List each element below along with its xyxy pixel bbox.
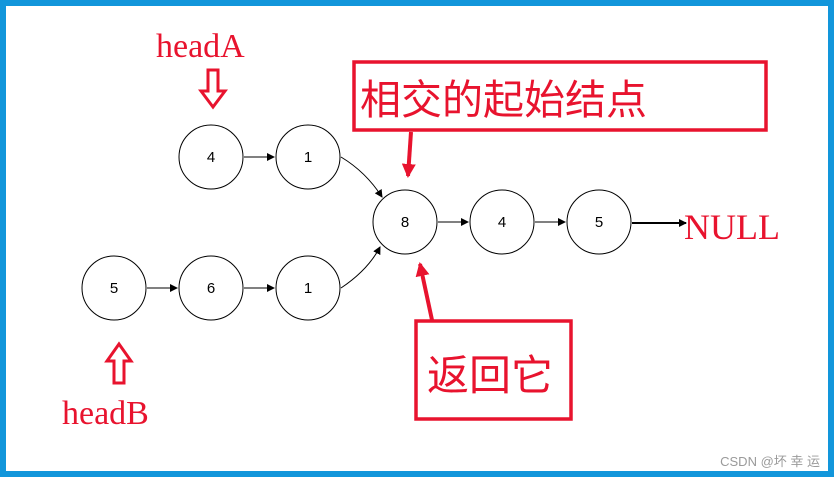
headb-arrow-icon [104,341,134,385]
csdn-watermark: CSDN @坏 幸 运 [720,454,820,469]
heada-label: headA [156,28,245,65]
intersection-label: 相交的起始结点 [360,76,647,124]
node-c3: 5 [566,189,632,255]
node-a2: 1 [275,124,341,190]
intersection-pointer-arrow-icon [401,131,416,178]
return-label-box [414,319,573,421]
node-a1: 4 [178,124,244,190]
return-pointer-arrow-icon [415,262,434,321]
node-b2-value: 6 [207,280,215,297]
node-c3-value: 5 [595,214,603,231]
node-b2: 6 [178,255,244,321]
node-c1: 8 [372,189,438,255]
node-a2-value: 1 [304,149,312,166]
intersection-label-box [352,60,768,132]
node-b3: 1 [275,255,341,321]
headb-label: headB [62,395,149,432]
node-b1: 5 [81,255,147,321]
node-c1-value: 8 [401,214,409,231]
return-label: 返回它 [427,351,553,400]
edge-b3-c1 [340,246,381,289]
edge-a2-c1 [340,156,383,198]
node-b1-value: 5 [110,280,118,297]
null-label: NULL [684,207,780,247]
node-c2: 4 [469,189,535,255]
edges [147,153,687,292]
node-a1-value: 4 [207,149,215,166]
node-b3-value: 1 [304,280,312,297]
heada-arrow-icon [198,68,228,110]
node-c2-value: 4 [498,214,506,231]
